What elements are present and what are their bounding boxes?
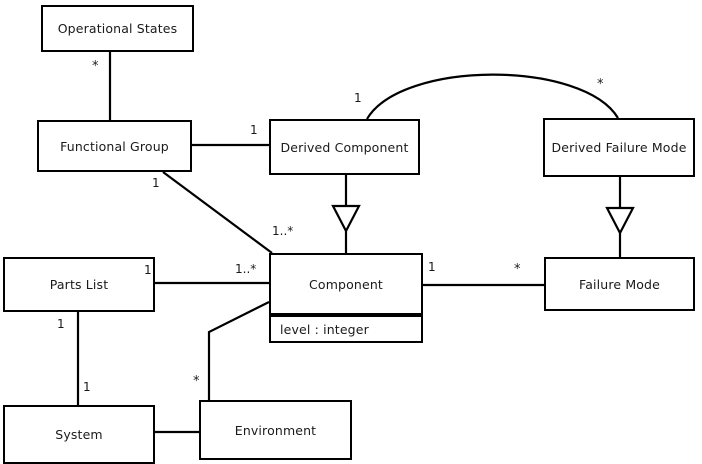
class-failure-mode[interactable]: Failure Mode xyxy=(544,257,695,311)
class-name-parts-list: Parts List xyxy=(49,277,109,292)
class-name-functional-group: Functional Group xyxy=(60,138,169,154)
multiplicity-parts-list-component-target: 1..* xyxy=(235,262,257,276)
class-name-environment: Environment xyxy=(234,422,317,438)
edge-functional-group-component xyxy=(162,171,273,254)
multiplicity-derived-failure-mode-arc: * xyxy=(597,77,604,92)
multiplicity-component-failure-mode-target: * xyxy=(514,262,521,277)
class-derived-component[interactable]: Derived Component xyxy=(269,119,420,175)
edge-derived-component-derived-failure-mode-arc xyxy=(366,73,619,120)
class-component[interactable]: Component xyxy=(269,253,423,315)
multiplicity-component-failure-mode-source: 1 xyxy=(428,260,436,274)
class-parts-list[interactable]: Parts List xyxy=(3,257,155,312)
class-name-component: Component xyxy=(309,276,383,292)
class-derived-failure-mode[interactable]: Derived Failure Mode xyxy=(543,118,695,177)
multiplicity-operational-states: * xyxy=(92,59,99,74)
attribute-level: level : integer xyxy=(280,321,369,337)
class-name-derived-component: Derived Component xyxy=(280,139,409,155)
generalization-triangle-failure-mode xyxy=(605,206,635,236)
class-name-failure-mode: Failure Mode xyxy=(579,276,660,292)
multiplicity-environment-component: * xyxy=(193,374,200,389)
generalization-triangle-component xyxy=(331,204,361,234)
multiplicity-functional-group-component-target: 1..* xyxy=(272,224,294,238)
multiplicity-derived-component-arc: 1 xyxy=(354,91,362,105)
multiplicity-parts-list-system-top: 1 xyxy=(57,317,65,331)
class-system[interactable]: System xyxy=(3,405,155,464)
edge-environment-component xyxy=(207,301,270,400)
class-operational-states[interactable]: Operational States xyxy=(41,5,194,52)
class-attributes-component: level : integer xyxy=(269,315,423,343)
class-environment[interactable]: Environment xyxy=(199,400,352,460)
multiplicity-parts-list-system-bottom: 1 xyxy=(83,380,91,394)
multiplicity-parts-list-component-source: 1 xyxy=(144,263,152,277)
multiplicity-functional-group-component-source: 1 xyxy=(152,176,160,190)
multiplicity-functional-group-derived-component: 1 xyxy=(250,123,258,137)
class-functional-group[interactable]: Functional Group xyxy=(37,120,192,172)
class-name-system: System xyxy=(55,427,103,442)
class-name-operational-states: Operational States xyxy=(57,21,178,36)
class-name-derived-failure-mode: Derived Failure Mode xyxy=(551,140,687,155)
